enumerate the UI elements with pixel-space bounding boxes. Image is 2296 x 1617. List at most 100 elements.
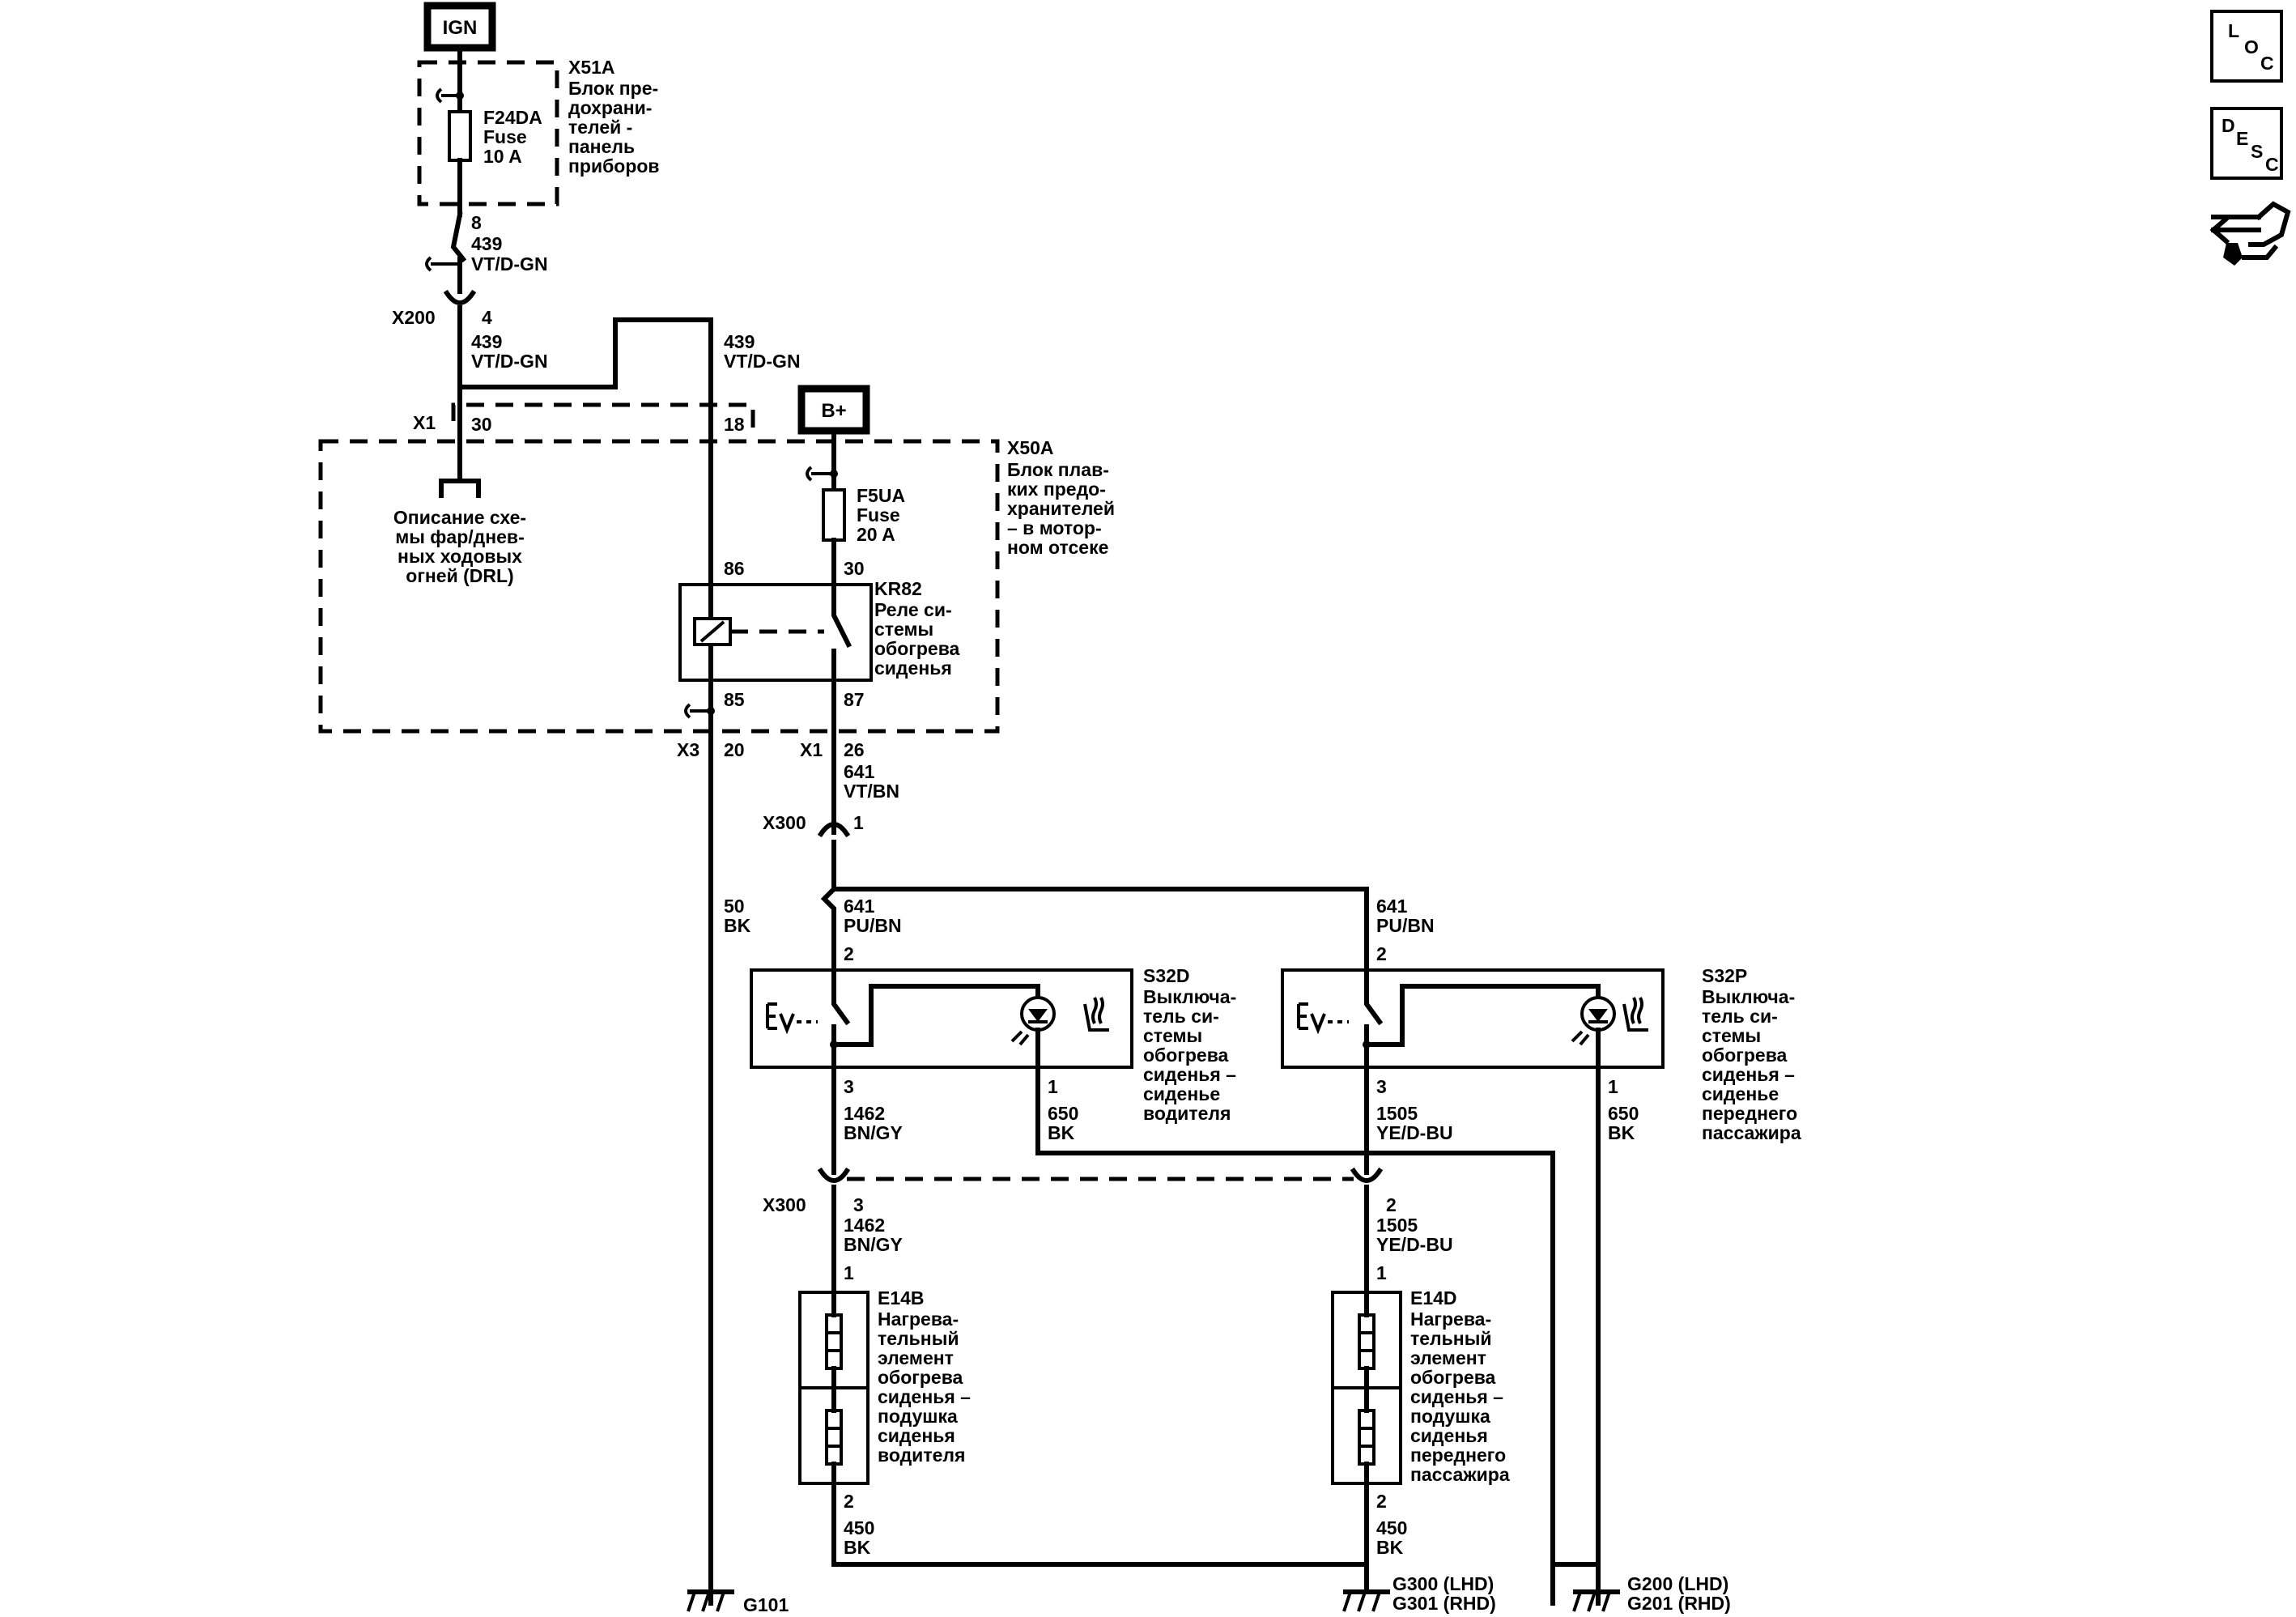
bplus-label: B+ bbox=[821, 400, 846, 422]
f5ua-id: F5UA bbox=[857, 485, 905, 506]
s32p-actuator-icon bbox=[1297, 1002, 1349, 1035]
svg-text:сиденье: сиденье bbox=[1143, 1083, 1220, 1104]
svg-text:водителя: водителя bbox=[878, 1445, 965, 1466]
pin8-connector-icon bbox=[425, 256, 432, 272]
svg-text:BK: BK bbox=[1376, 1537, 1404, 1558]
switch-s32p bbox=[1281, 968, 1665, 1069]
e14b-desc: Нагрева- тельный элемент обогрева сидень… bbox=[878, 1308, 971, 1466]
e14d-id: E14D bbox=[1410, 1287, 1457, 1308]
svg-text:пассажира: пассажира bbox=[1410, 1464, 1510, 1485]
svg-text:YE/D-BU: YE/D-BU bbox=[1376, 1234, 1453, 1255]
desc-icon-s: S bbox=[2251, 141, 2263, 162]
svg-text:стемы: стемы bbox=[874, 619, 933, 640]
svg-text:641: 641 bbox=[1376, 896, 1408, 917]
fuse-f5ua-icon bbox=[822, 488, 846, 542]
svg-text:641: 641 bbox=[844, 761, 875, 782]
g101-label: G101 bbox=[743, 1594, 789, 1615]
svg-text:BK: BK bbox=[1048, 1122, 1075, 1143]
svg-text:26: 26 bbox=[844, 739, 865, 760]
svg-text:переднего: переднего bbox=[1410, 1445, 1506, 1466]
svg-text:переднего: переднего bbox=[1702, 1103, 1797, 1124]
svg-text:87: 87 bbox=[844, 689, 865, 710]
ign-label: IGN bbox=[443, 17, 478, 39]
s32p-desc: Выключа- тель си- стемы обогрева сиденья… bbox=[1702, 986, 1801, 1143]
g300-label: G300 (LHD) bbox=[1392, 1573, 1494, 1594]
wire-439-a-color: VT/D-GN bbox=[471, 253, 548, 274]
svg-text:обогрева: обогрева bbox=[1702, 1045, 1788, 1066]
svg-text:650: 650 bbox=[1608, 1103, 1639, 1124]
svg-text:2: 2 bbox=[1386, 1194, 1397, 1215]
relay-kr82 bbox=[678, 583, 873, 682]
svg-text:Выключа-: Выключа- bbox=[1702, 986, 1795, 1007]
svg-text:сиденья –: сиденья – bbox=[878, 1386, 971, 1407]
svg-text:1505: 1505 bbox=[1376, 1103, 1418, 1124]
svg-text:439: 439 bbox=[471, 331, 502, 352]
x300-a-connector-icon bbox=[817, 822, 851, 838]
f24da-type: Fuse bbox=[483, 126, 527, 147]
f5ua-type: Fuse bbox=[857, 504, 900, 526]
svg-text:439: 439 bbox=[724, 331, 755, 352]
wire-450-left bbox=[831, 1481, 1369, 1567]
svg-text:сиденья –: сиденья – bbox=[1702, 1064, 1795, 1085]
wire-650-left bbox=[1035, 1151, 1555, 1606]
e14b-id: E14B bbox=[878, 1287, 925, 1308]
e14b-element-icon bbox=[825, 1290, 843, 1486]
desc-button[interactable]: D E S C bbox=[2210, 107, 2283, 180]
x50a-id: X50A bbox=[1007, 437, 1054, 458]
kr82-desc: Реле си- стемы обогрева сиденья bbox=[874, 599, 960, 679]
desc-icon-c: C bbox=[2265, 154, 2279, 175]
svg-text:2: 2 bbox=[1376, 943, 1387, 964]
svg-text:элемент: элемент bbox=[1410, 1347, 1486, 1368]
svg-text:PU/BN: PU/BN bbox=[1376, 915, 1435, 936]
svg-text:BK: BK bbox=[1608, 1122, 1635, 1143]
svg-text:обогрева: обогрева bbox=[874, 638, 960, 659]
e14d-desc: Нагрева- тельный элемент обогрева сидень… bbox=[1410, 1308, 1510, 1485]
svg-text:VT/D-GN: VT/D-GN bbox=[471, 351, 548, 372]
svg-text:сиденья: сиденья bbox=[878, 1425, 955, 1446]
svg-text:50: 50 bbox=[724, 896, 745, 917]
svg-text:8: 8 bbox=[471, 212, 482, 233]
desc-icon-e: E bbox=[2236, 128, 2248, 149]
s32d-led-icon bbox=[1010, 996, 1056, 1046]
x3-id: X3 bbox=[677, 739, 699, 760]
svg-text:мы фар/днев-: мы фар/днев- bbox=[395, 526, 524, 547]
x50a-desc: Блок плав- ких предо- хранителей – в мот… bbox=[1007, 459, 1115, 558]
svg-text:Блок плав-: Блок плав- bbox=[1007, 459, 1109, 480]
fuse-f24da-icon bbox=[448, 110, 472, 162]
svg-text:BN/GY: BN/GY bbox=[844, 1234, 903, 1255]
svg-text:450: 450 bbox=[844, 1517, 874, 1538]
kr82-id: KR82 bbox=[874, 578, 922, 599]
x50a-in-connector-icon bbox=[806, 466, 813, 482]
svg-text:2: 2 bbox=[1376, 1491, 1387, 1512]
svg-text:3: 3 bbox=[1376, 1076, 1387, 1097]
svg-text:сиденья: сиденья bbox=[874, 657, 952, 679]
svg-text:обогрева: обогрева bbox=[1143, 1045, 1229, 1066]
svg-text:Блок пре-: Блок пре- bbox=[568, 78, 658, 99]
svg-text:панель: панель bbox=[568, 136, 635, 157]
drl-reference-text: Описание схе- мы фар/днев- ных ходовых о… bbox=[393, 507, 526, 586]
svg-text:VT/BN: VT/BN bbox=[844, 781, 899, 802]
x50a-block bbox=[318, 439, 1000, 734]
svg-text:1: 1 bbox=[1376, 1262, 1387, 1283]
s32p-id: S32P bbox=[1702, 965, 1747, 986]
svg-text:сиденья: сиденья bbox=[1410, 1425, 1488, 1446]
svg-text:86: 86 bbox=[724, 558, 745, 579]
connector-navigation-icon[interactable] bbox=[2209, 201, 2291, 266]
x51a-id: X51A bbox=[568, 57, 615, 78]
svg-text:дохрани-: дохрани- bbox=[568, 97, 652, 118]
x1-top-connector bbox=[451, 402, 755, 436]
svg-text:3: 3 bbox=[853, 1194, 864, 1215]
wire-439-a-circuit: 439 bbox=[471, 233, 502, 254]
f5ua-rating: 20 A bbox=[857, 524, 895, 545]
s32p-led-icon bbox=[1571, 996, 1616, 1046]
svg-text:BK: BK bbox=[844, 1537, 871, 1558]
loc-button[interactable]: L O C bbox=[2210, 10, 2283, 83]
svg-text:30: 30 bbox=[844, 558, 865, 579]
loc-icon-o: O bbox=[2244, 36, 2259, 57]
svg-text:телей -: телей - bbox=[568, 117, 632, 138]
f24da-rating: 10 A bbox=[483, 146, 522, 167]
svg-text:тельный: тельный bbox=[1410, 1328, 1491, 1349]
ground-g200-icon bbox=[1572, 1589, 1620, 1612]
svg-text:ких предо-: ких предо- bbox=[1007, 479, 1106, 500]
x51a-block bbox=[417, 60, 559, 206]
